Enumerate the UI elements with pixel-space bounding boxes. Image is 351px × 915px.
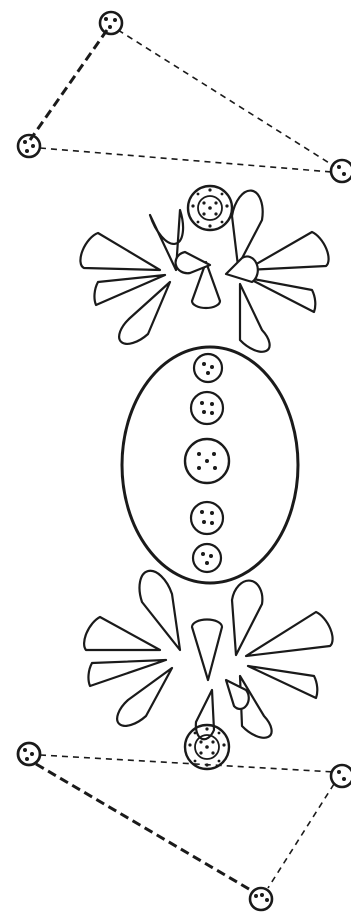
top-granule-upper: [100, 12, 122, 34]
top-granule-left: [18, 135, 40, 157]
chromosome-4: [191, 502, 223, 534]
bottom-granule-lower: [250, 888, 272, 910]
upper-centrosome: [188, 186, 232, 230]
chromosome-5: [193, 544, 221, 572]
lower-aster-cones: [84, 571, 332, 739]
chromosome-1: [194, 354, 222, 382]
bottom-dashed-triangle: [36, 755, 334, 892]
chromosome-2: [191, 392, 223, 424]
top-dashed-triangle: [30, 30, 334, 172]
bottom-granule-left: [18, 743, 40, 765]
chromosome-3: [185, 439, 229, 483]
top-granule-right: [331, 160, 351, 182]
bottom-granule-right: [331, 765, 351, 787]
